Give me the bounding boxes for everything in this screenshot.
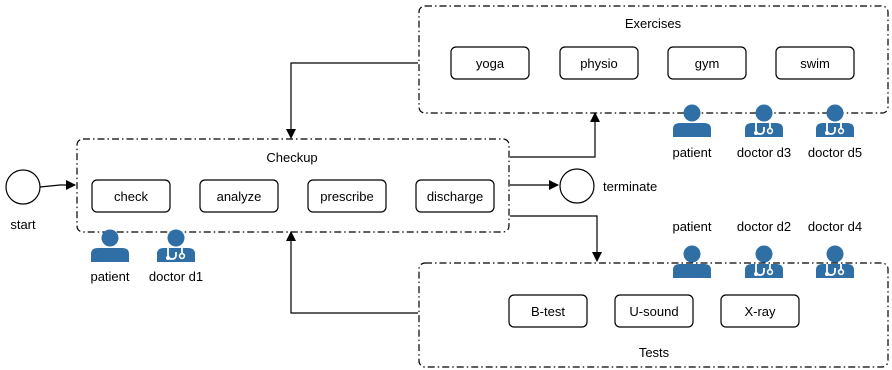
tests-actor-patient: patient	[672, 219, 712, 278]
task-yoga-label: yoga	[476, 56, 505, 71]
actor-label: doctor d4	[808, 219, 862, 234]
checkup-title: Checkup	[266, 150, 317, 165]
checkup-actor-patient: patient	[90, 229, 130, 284]
task-analyze[interactable]: analyze	[199, 179, 279, 213]
actor-label: patient	[90, 269, 129, 284]
task-u-sound-label: U-sound	[629, 304, 678, 319]
doctor-icon	[744, 244, 784, 279]
task-x-ray-label: X-ray	[744, 304, 776, 319]
tests-frame	[418, 262, 889, 368]
actor-label: doctor d2	[737, 219, 791, 234]
doctor-icon	[815, 244, 855, 279]
doctor-icon	[744, 103, 784, 138]
actor-label: patient	[672, 145, 711, 160]
checkup-actor-doctor-d1: doctor d1	[149, 228, 203, 284]
exercises-group: Exercises yoga physio gym swim	[418, 5, 889, 114]
edge-checkup-to-exercises	[510, 112, 600, 158]
actor-label: doctor d1	[149, 269, 203, 284]
task-yoga[interactable]: yoga	[450, 46, 530, 80]
edge-tests-to-checkup	[286, 231, 418, 314]
task-prescribe[interactable]: prescribe	[307, 179, 387, 213]
task-prescribe-label: prescribe	[320, 189, 373, 204]
exercises-actor-doctor-d3: doctor d3	[737, 103, 791, 160]
doctor-icon	[156, 228, 196, 263]
task-discharge-label: discharge	[427, 189, 483, 204]
exercises-title: Exercises	[625, 16, 682, 31]
task-b-test[interactable]: B-test	[508, 294, 588, 328]
exercises-frame	[418, 5, 889, 114]
edge-checkup-to-tests	[510, 215, 602, 262]
task-analyze-label: analyze	[217, 189, 262, 204]
tests-title: Tests	[639, 345, 670, 360]
task-u-sound[interactable]: U-sound	[614, 294, 694, 328]
task-swim-label: swim	[800, 56, 830, 71]
patient-icon	[673, 104, 711, 137]
task-gym[interactable]: gym	[667, 46, 747, 80]
tests-actor-doctor-d4: doctor d4	[808, 219, 862, 279]
task-gym-label: gym	[695, 56, 720, 71]
actor-label: doctor d5	[808, 145, 862, 160]
start-event-label: start	[10, 217, 36, 232]
task-physio-label: physio	[580, 56, 618, 71]
task-check[interactable]: check	[91, 179, 171, 213]
task-x-ray[interactable]: X-ray	[720, 294, 800, 328]
actor-label: doctor d3	[737, 145, 791, 160]
exercises-actor-doctor-d5: doctor d5	[808, 103, 862, 160]
doctor-icon	[815, 103, 855, 138]
patient-icon	[673, 245, 711, 278]
end-event-label: terminate	[603, 179, 657, 194]
tests-group: Tests B-test U-sound X-ray	[418, 262, 889, 368]
exercises-actor-patient: patient	[672, 104, 712, 160]
start-event[interactable]	[5, 169, 41, 205]
patient-icon	[91, 229, 129, 262]
tests-actor-doctor-d2: doctor d2	[737, 219, 791, 279]
end-event[interactable]	[559, 168, 595, 204]
task-swim[interactable]: swim	[775, 46, 855, 80]
task-b-test-label: B-test	[531, 304, 565, 319]
edge-start-to-checkup	[39, 180, 76, 190]
edge-exercises-to-checkup	[286, 62, 418, 139]
task-physio[interactable]: physio	[559, 46, 639, 80]
task-check-label: check	[114, 189, 148, 204]
task-discharge[interactable]: discharge	[415, 179, 495, 213]
checkup-group: Checkup check analyze prescribe discharg…	[76, 138, 510, 233]
actor-label: patient	[672, 219, 711, 234]
checkup-frame	[76, 138, 510, 233]
